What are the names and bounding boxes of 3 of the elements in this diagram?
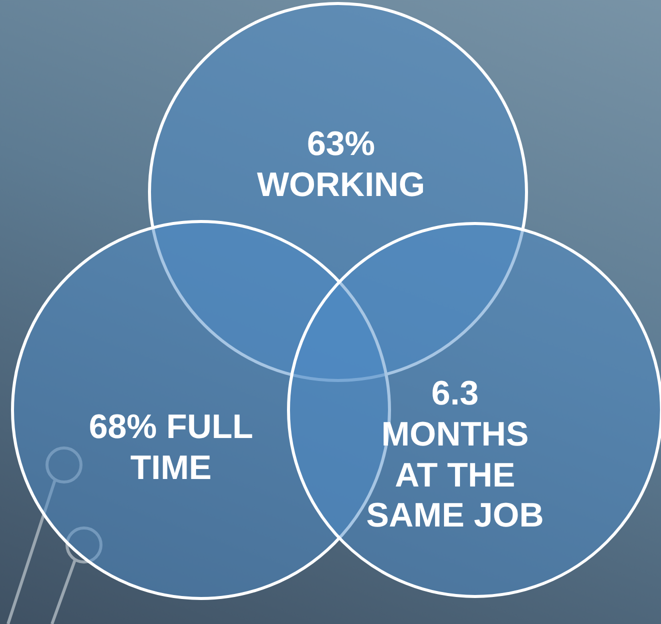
venn-label: 63% WORKING <box>256 124 426 206</box>
venn-label: 68% FULL TIME <box>88 407 254 489</box>
venn-label: 6.3 MONTHS AT THE SAME JOB <box>365 373 545 537</box>
